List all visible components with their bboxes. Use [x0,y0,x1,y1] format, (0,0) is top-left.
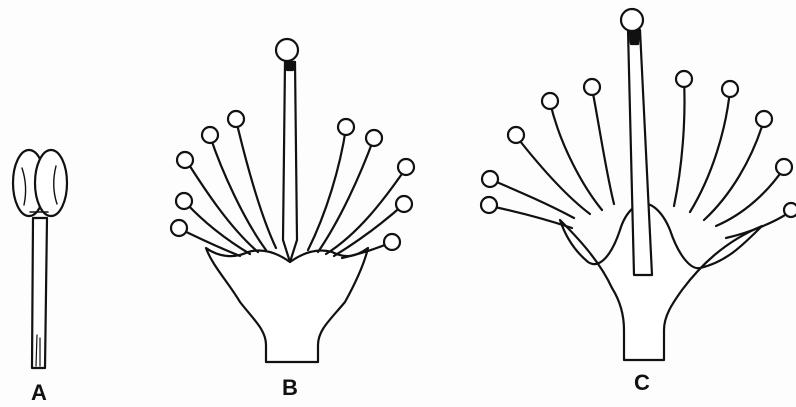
figure-b-anther [366,130,382,146]
figure-b-anther [276,39,298,61]
figure-c-anther [481,197,497,213]
figure-a-anther-right [35,150,67,216]
figure-c-anther [584,79,600,95]
figure-c-anther [621,9,643,31]
figure-c-filament [674,80,685,206]
figure-b-anther [177,152,193,168]
figure-b-base [206,248,368,362]
figure-b-filament [308,128,346,250]
figure-a-stamen [13,150,67,368]
figure-c-label: C [634,372,650,394]
figure-c-anther [756,111,772,127]
figure-c-stamen-bundle [481,9,796,360]
figure-b-anther [171,220,187,236]
figure-b-stamen-bundle [171,39,414,362]
figure-c-anther [776,159,792,175]
figure-c-filament [550,102,602,210]
figure-b-filament [236,120,276,248]
figure-c-filament [490,206,572,228]
figure-b-anther [228,111,244,127]
figure-b-central-filament [283,62,297,262]
figure-b-anther [338,119,354,135]
figure-c-filament [704,120,764,220]
figure-c-anther [784,203,796,217]
figure-b-label: B [282,377,298,399]
figure-c-filament [592,88,614,204]
figure-a-label: A [31,382,47,404]
figure-c-filament [690,90,730,212]
figure-c-anther [676,71,692,87]
figure-b-anther [384,234,400,250]
figure-c-anther [482,171,498,187]
figure-c-anther [508,127,524,143]
figure-b-anther [396,196,412,212]
figure-c-anther [722,81,738,97]
figure-b-anther [398,159,414,175]
figure-b-anther [202,127,218,143]
figure-c-base [560,204,762,360]
figure-c-anther [542,93,558,109]
figure-c-filament [492,180,574,218]
figure-b-anther [176,193,192,209]
